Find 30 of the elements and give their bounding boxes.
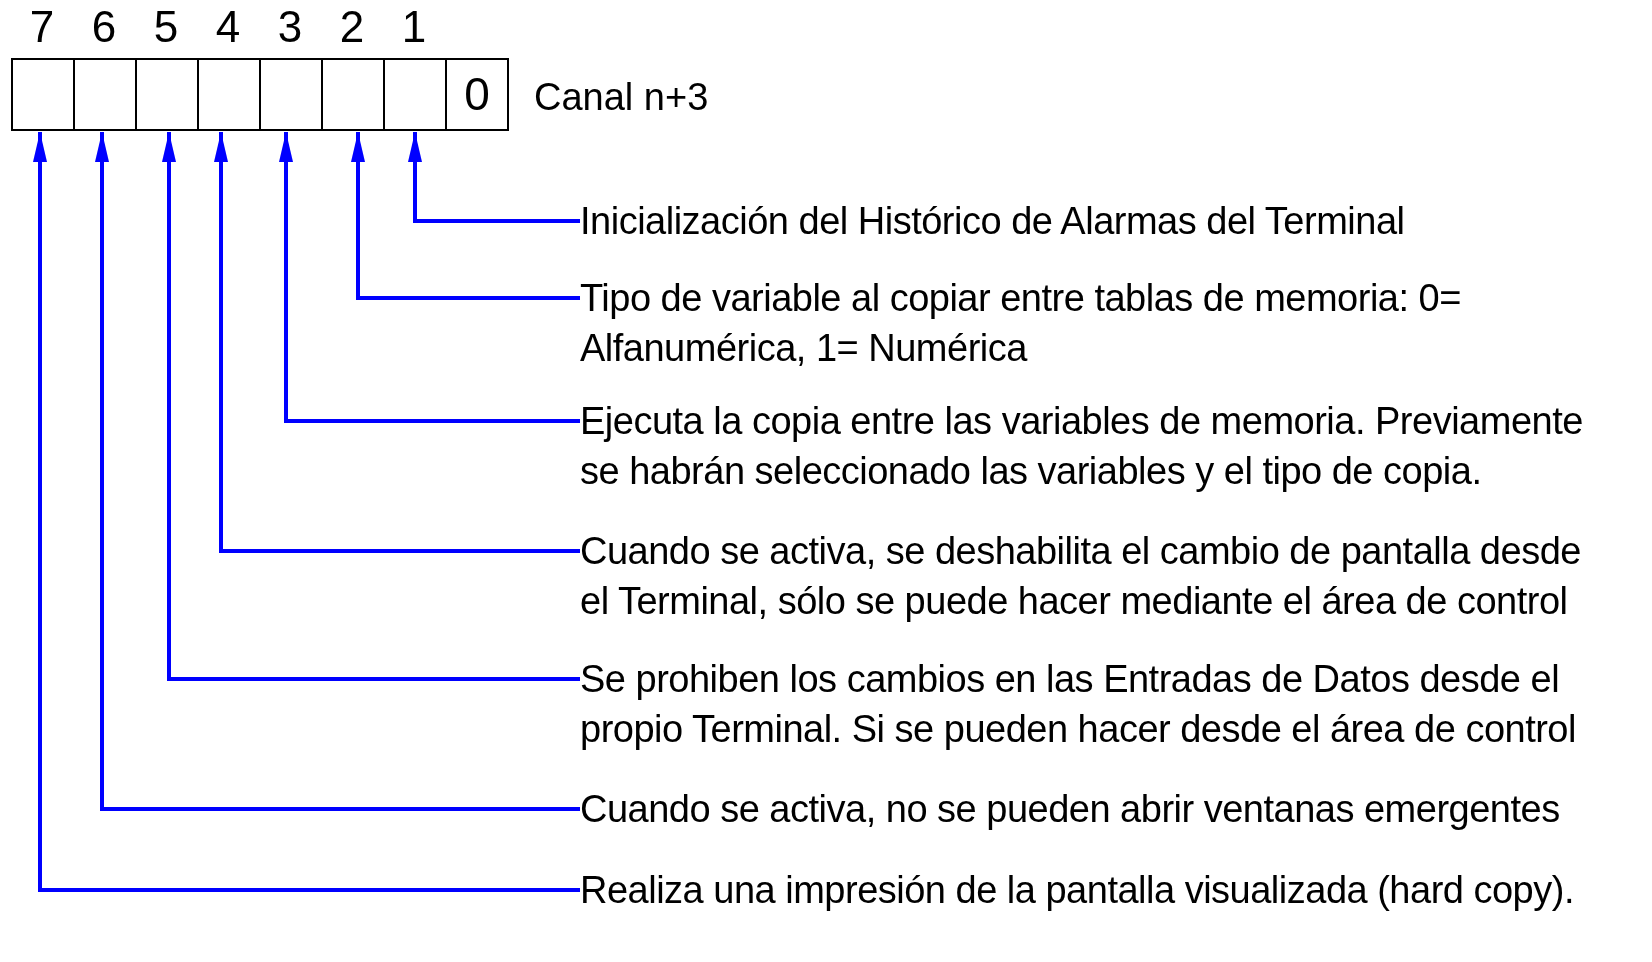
- register-cell: [321, 58, 385, 131]
- description-text: Tipo de variable al copiar entre tablas de memoria: 0= Alfanumérica, 1= Numérica: [580, 273, 1605, 373]
- register-cell: [11, 58, 75, 131]
- leader-arrow: [162, 132, 580, 681]
- description-text: Cuando se activa, se deshabilita el cambio de pantalla desde el Terminal, sólo se puede hacer mediante el área de control: [580, 526, 1605, 626]
- register-cell: [383, 58, 447, 131]
- register-cell: 0: [445, 58, 509, 131]
- leader-arrow: [33, 132, 580, 892]
- description-text: Realiza una impresión de la pantalla visualizada (hard copy).: [580, 865, 1605, 915]
- leader-arrow: [351, 132, 580, 300]
- leader-arrow: [214, 132, 580, 553]
- register-cell: [259, 58, 323, 131]
- leader-arrow: [95, 132, 580, 811]
- register-cell: [135, 58, 199, 131]
- bit-number: 6: [90, 2, 118, 52]
- bit-number: 2: [338, 2, 366, 52]
- bit-number: 3: [276, 2, 304, 52]
- description-text: Inicialización del Histórico de Alarmas del Terminal: [580, 196, 1605, 246]
- bit-number: 1: [400, 2, 428, 52]
- description-text: Se prohiben los cambios en las Entradas de Datos desde el propio Terminal. Si se pueden hacer desde el área de control: [580, 654, 1605, 754]
- bit-number: 4: [214, 2, 242, 52]
- leader-arrow: [408, 132, 580, 223]
- description-text: Cuando se activa, no se pueden abrir ventanas emergentes: [580, 784, 1605, 834]
- description-text: Ejecuta la copia entre las variables de memoria. Previamente se habrán seleccionado las variables y el tipo de copia.: [580, 396, 1605, 496]
- register-cell: [197, 58, 261, 131]
- bit-number: 7: [28, 2, 56, 52]
- register-cell: [73, 58, 137, 131]
- leader-arrow: [279, 132, 580, 423]
- channel-label: Canal n+3: [534, 75, 709, 120]
- bit-number: 5: [152, 2, 180, 52]
